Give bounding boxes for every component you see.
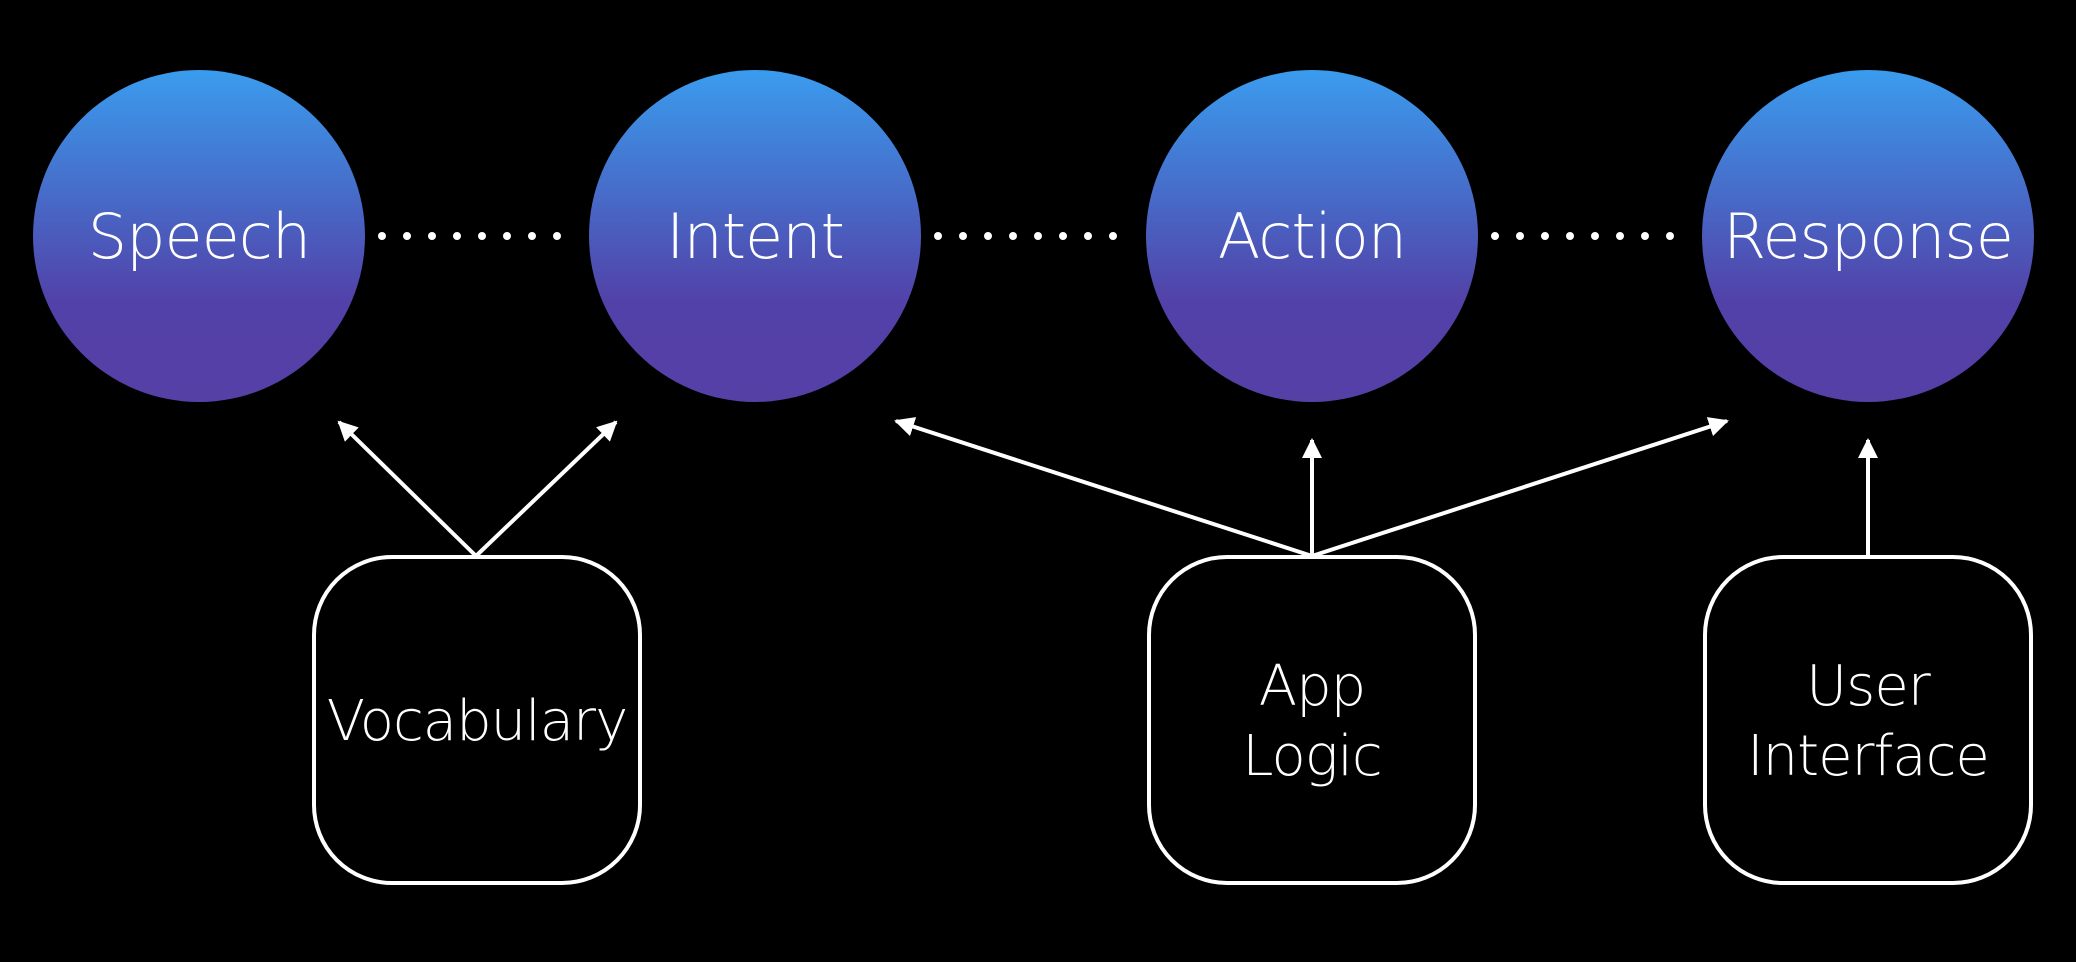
box-vocabulary-label: Vocabulary: [327, 689, 627, 754]
arrow-vocabulary-to-intent: [474, 420, 618, 558]
node-response-label: Response: [1723, 200, 2013, 273]
box-vocabulary: Vocabulary: [312, 555, 642, 885]
node-speech-label: Speech: [88, 200, 310, 273]
arrow-app-logic-to-response: [1311, 417, 1729, 558]
box-app-logic: App Logic: [1147, 555, 1477, 885]
node-intent-circle: [589, 70, 921, 402]
node-action-circle: [1146, 70, 1478, 402]
node-speech-circle: [33, 70, 365, 402]
box-app-logic-line-1: App: [1259, 654, 1365, 719]
arrow-vocabulary-to-speech: [337, 420, 478, 558]
node-speech: Speech: [33, 70, 365, 402]
node-response: Response: [1702, 70, 2034, 402]
box-app-logic-line-2: Logic: [1242, 724, 1381, 789]
node-action-label: Action: [1218, 200, 1406, 273]
box-app-logic-outline: [1147, 555, 1477, 885]
box-user-interface-line-2: Interface: [1747, 724, 1989, 789]
node-response-circle: [1702, 70, 2034, 402]
box-user-interface-line-1: User: [1806, 654, 1931, 719]
box-vocabulary-outline: [312, 555, 642, 885]
node-intent: Intent: [589, 70, 921, 402]
node-action: Action: [1146, 70, 1478, 402]
arrow-app-logic-to-intent: [894, 417, 1313, 558]
node-intent-label: Intent: [666, 200, 844, 273]
box-user-interface-outline: [1703, 555, 2033, 885]
box-user-interface: User Interface: [1703, 555, 2033, 885]
